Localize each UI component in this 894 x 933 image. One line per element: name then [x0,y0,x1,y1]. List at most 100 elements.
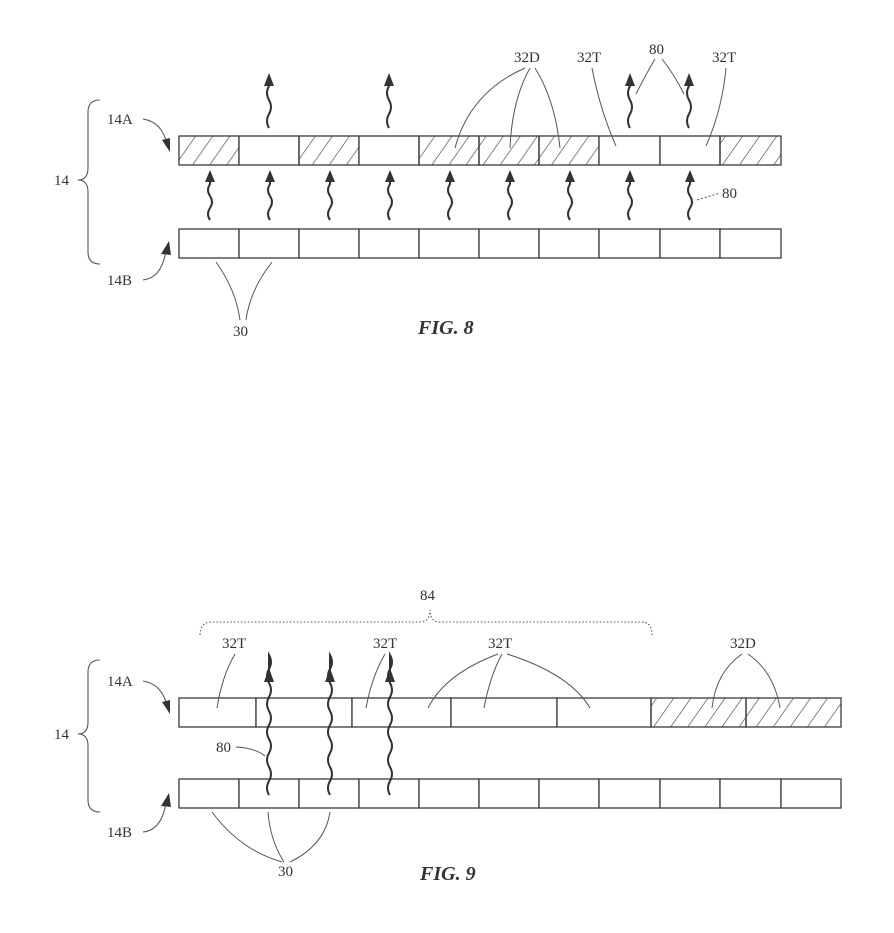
fig8-leader-32d [534,67,561,149]
fig8-light-ray [686,82,692,129]
fig9-upper-cell-5 [556,697,652,728]
fig8-lower-cell-5 [418,228,480,259]
fig8-lower-cell-10 [719,228,782,259]
fig9-leader-80 [235,746,266,757]
arrowhead-icon [265,170,275,182]
fig9-lower-cell-11 [780,778,842,809]
arrowhead-icon [685,170,695,182]
fig8-lower-cell-3 [298,228,360,259]
fig8-label-30: 30 [233,324,248,340]
arrowhead-icon [161,241,171,255]
fig9-leader-32d [747,653,781,709]
fig9-layer-brace [77,659,101,813]
arrowhead-icon [684,73,694,86]
fig8-upper-cell-3 [298,135,360,166]
fig9-lower-layer [178,778,842,809]
fig9-label-32t-3: 32T [488,636,512,652]
fig9-leader-30 [267,811,285,863]
fig8-lower-cell-7 [538,228,600,259]
fig9-leader-32t [216,653,236,709]
fig9-light-arrows [264,651,395,796]
fig8-leader-14b [142,249,167,281]
fig8-label-32t-left: 32T [577,50,601,66]
arrowhead-icon [162,138,170,152]
arrowhead-icon [565,170,575,182]
fig8-light-ray [627,178,633,221]
fig9-lower-cell-10 [719,778,782,809]
fig9-label-32t-2: 32T [373,636,397,652]
arrowhead-icon [205,170,215,182]
fig8-light-ray [387,178,393,221]
fig8-leader-32d [509,67,531,149]
fig8-label-14a: 14A [107,112,133,128]
fig8-leader-30 [245,261,273,321]
fig9-leader-32d [711,653,743,709]
fig9-lower-cell-5 [418,778,480,809]
fig8-leader-32t [591,67,617,147]
fig8-leader-32t [705,67,727,147]
figure-8: 14 14A 14B 30 32D 32T 32T 80 80 FIG. 8 [54,42,782,340]
arrowhead-icon [161,793,171,807]
fig9-region-brace [199,609,653,636]
fig9-upper-layer [178,697,842,728]
fig9-label-14a: 14A [107,674,133,690]
fig8-layer-brace [77,99,101,265]
arrowhead-icon [385,170,395,182]
fig9-leader-32t [365,653,386,709]
fig8-label-32d: 32D [514,50,540,66]
arrowhead-icon [325,170,335,182]
fig9-upper-cell-6 [650,697,747,728]
fig8-label-14b: 14B [107,273,132,289]
fig9-leader-30 [289,811,331,863]
fig8-leader-80-side [696,192,721,201]
fig8-lower-cell-4 [358,228,420,259]
arrowhead-icon [384,73,394,86]
fig9-label-32t-1: 32T [222,636,246,652]
fig8-upper-cell-2 [238,135,300,166]
fig8-label-80-top: 80 [649,42,664,58]
fig9-leader-32t [506,653,591,709]
arrowhead-icon [625,170,635,182]
fig8-lower-cell-1 [178,228,240,259]
fig8-light-ray [327,178,333,221]
fig9-caption: FIG. 9 [419,863,476,885]
fig9-upper-cell-3 [351,697,452,728]
arrowhead-icon [385,668,395,682]
arrowhead-icon [264,668,274,682]
fig8-upper-cell-10 [719,135,782,166]
fig8-lower-layer [178,228,782,259]
fig9-label-32d: 32D [730,636,756,652]
fig9-lower-cell-8 [598,778,661,809]
fig8-upper-cell-6 [478,135,540,166]
fig8-lower-cell-8 [598,228,661,259]
arrowhead-icon [325,668,335,682]
fig8-label-14: 14 [54,173,70,189]
fig9-upper-cell-7 [745,697,842,728]
fig8-upper-cell-9 [659,135,721,166]
fig8-upper-cell-1 [178,135,240,166]
arrowhead-icon [505,170,515,182]
fig8-light-ray [687,178,693,221]
fig8-light-ray [267,178,273,221]
fig8-upper-cell-8 [598,135,661,166]
fig8-leader-32d [454,67,526,149]
arrowhead-icon [445,170,455,182]
fig8-caption: FIG. 8 [417,317,474,339]
fig8-leader-80 [661,58,685,95]
fig8-upper-cell-7 [538,135,600,166]
fig9-lower-cell-7 [538,778,600,809]
fig8-light-ray [207,178,213,221]
fig9-label-30: 30 [278,864,293,880]
figure-9: 14 14A 14B 30 80 84 32T 32T 32T 32D [54,588,842,885]
arrowhead-icon [162,700,170,714]
fig9-leader-14b [142,801,167,833]
fig8-lower-cell-2 [238,228,300,259]
arrowhead-icon [625,73,635,86]
fig8-light-ray [627,82,633,129]
fig8-upper-cell-5 [418,135,480,166]
fig8-light-ray [386,82,392,129]
fig8-upper-layer [178,135,782,166]
fig8-upper-cell-4 [358,135,420,166]
